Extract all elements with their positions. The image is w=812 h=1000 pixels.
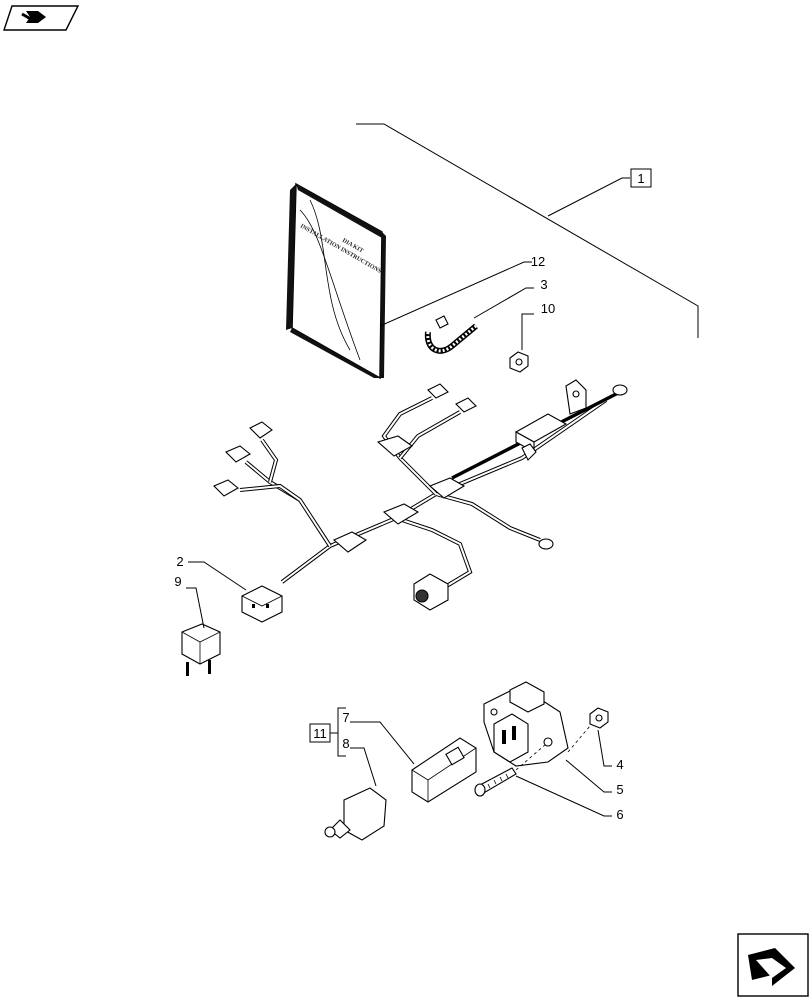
callout-7[interactable]: 7 [342, 710, 349, 725]
forward-arrow-icon[interactable] [737, 933, 809, 997]
svg-text:1: 1 [637, 171, 644, 186]
wiring-harness[interactable] [213, 379, 628, 623]
connector-7[interactable] [411, 737, 477, 803]
callout-3[interactable]: 3 [540, 277, 547, 292]
callout-6[interactable]: 6 [616, 807, 623, 822]
relay[interactable] [181, 623, 221, 676]
cable-tie[interactable] [424, 315, 478, 354]
callout-2[interactable]: 2 [176, 554, 183, 569]
callout-5[interactable]: 5 [616, 782, 623, 797]
svg-text:11: 11 [313, 726, 327, 741]
hex-nut-10[interactable] [509, 351, 529, 373]
callout-11[interactable]: 11 [309, 723, 331, 743]
back-arrow-icon[interactable] [3, 5, 80, 31]
callout-9[interactable]: 9 [174, 574, 181, 589]
callout-1[interactable]: 1 [630, 168, 652, 188]
callout-4[interactable]: 4 [616, 757, 623, 772]
callout-10[interactable]: 10 [541, 301, 555, 316]
screw[interactable] [474, 767, 517, 797]
hex-nut-4[interactable] [589, 707, 609, 729]
kit-bracket [356, 123, 699, 338]
callout-12[interactable]: 12 [531, 254, 545, 269]
instruction-booklet[interactable]: DIA KIT INSTALLATION INSTRUCTIONS [286, 182, 386, 380]
callout-8[interactable]: 8 [342, 736, 349, 751]
rubber-boot[interactable] [324, 787, 387, 841]
socket-housing[interactable] [483, 681, 569, 767]
